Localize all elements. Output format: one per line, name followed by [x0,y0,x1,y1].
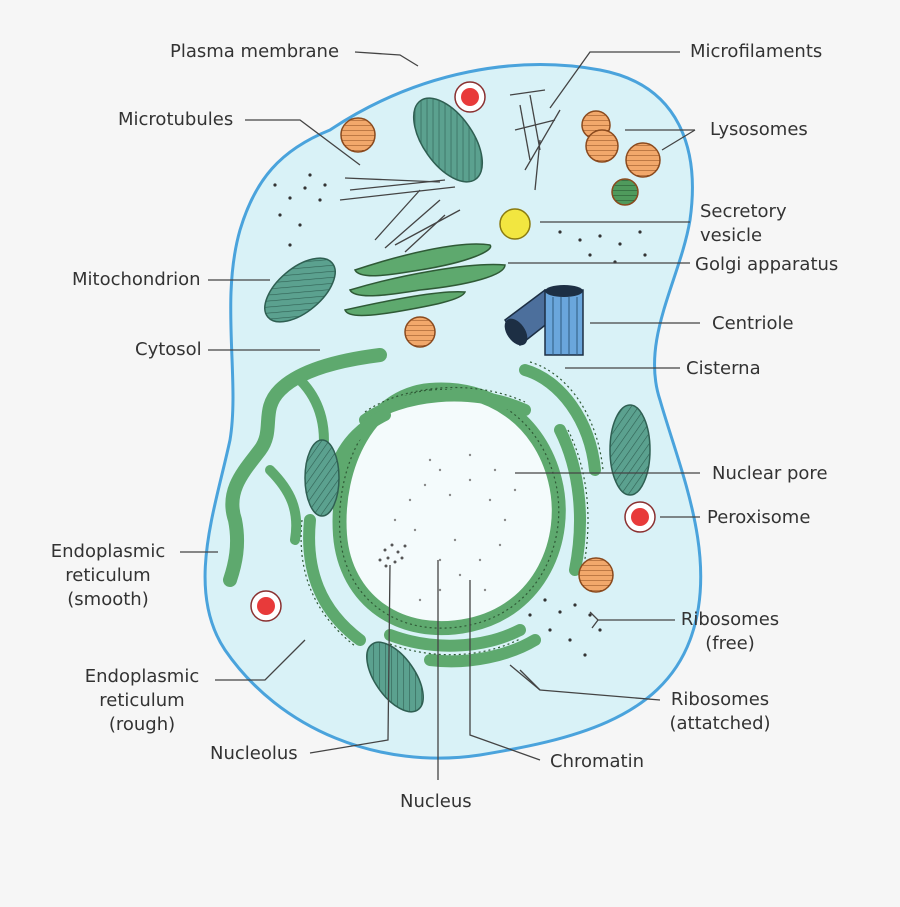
label-ribosomes-free-1: Ribosomes [680,609,780,630]
label-golgi: Golgi apparatus [695,254,839,275]
label-nucleolus: Nucleolus [210,743,298,764]
golgi-apparatus [343,243,506,317]
chromatin [393,453,517,602]
label-er-smooth-3: (smooth) [67,589,149,610]
rough-er [303,364,601,668]
lysosomes [340,110,661,593]
label-cytosol: Cytosol [135,339,202,360]
microtubules [339,177,461,253]
label-er-rough-1: Endoplasmic [84,666,200,687]
label-secretory-vesicle-2: vesicle [700,225,763,246]
label-microfilaments: Microfilaments [690,41,823,62]
label-cisterna: Cisterna [686,358,761,379]
label-nuclear-pore: Nuclear pore [712,463,828,484]
label-centriole: Centriole [712,313,794,334]
label-ribosomes-free-2: (free) [705,633,755,654]
leader-lines [180,51,700,780]
label-plasma-membrane: Plasma membrane [170,41,340,62]
label-ribosomes-attached-2: (attatched) [669,713,771,734]
label-er-smooth-1: Endoplasmic [50,541,166,562]
secretory-vesicle [499,208,531,240]
centriole [504,285,584,356]
label-er-smooth-2: reticulum [65,565,151,586]
label-ribosomes-attached-1: Ribosomes [670,689,770,710]
free-ribosomes [273,173,647,657]
label-nucleus: Nucleus [400,791,472,812]
microfilaments [509,89,561,191]
label-secretory-vesicle-1: Secretory [700,201,787,222]
label-peroxisome: Peroxisome [707,507,811,528]
label-chromatin: Chromatin [550,751,645,772]
label-microtubules: Microtubules [118,109,234,130]
label-lysosomes: Lysosomes [710,119,808,140]
label-er-rough-2: reticulum [99,690,185,711]
nucleolus [378,543,407,568]
smooth-er [223,348,387,587]
label-mitochondrion: Mitochondrion [72,269,201,290]
peroxisomes [250,81,656,622]
label-er-rough-3: (rough) [108,714,176,735]
